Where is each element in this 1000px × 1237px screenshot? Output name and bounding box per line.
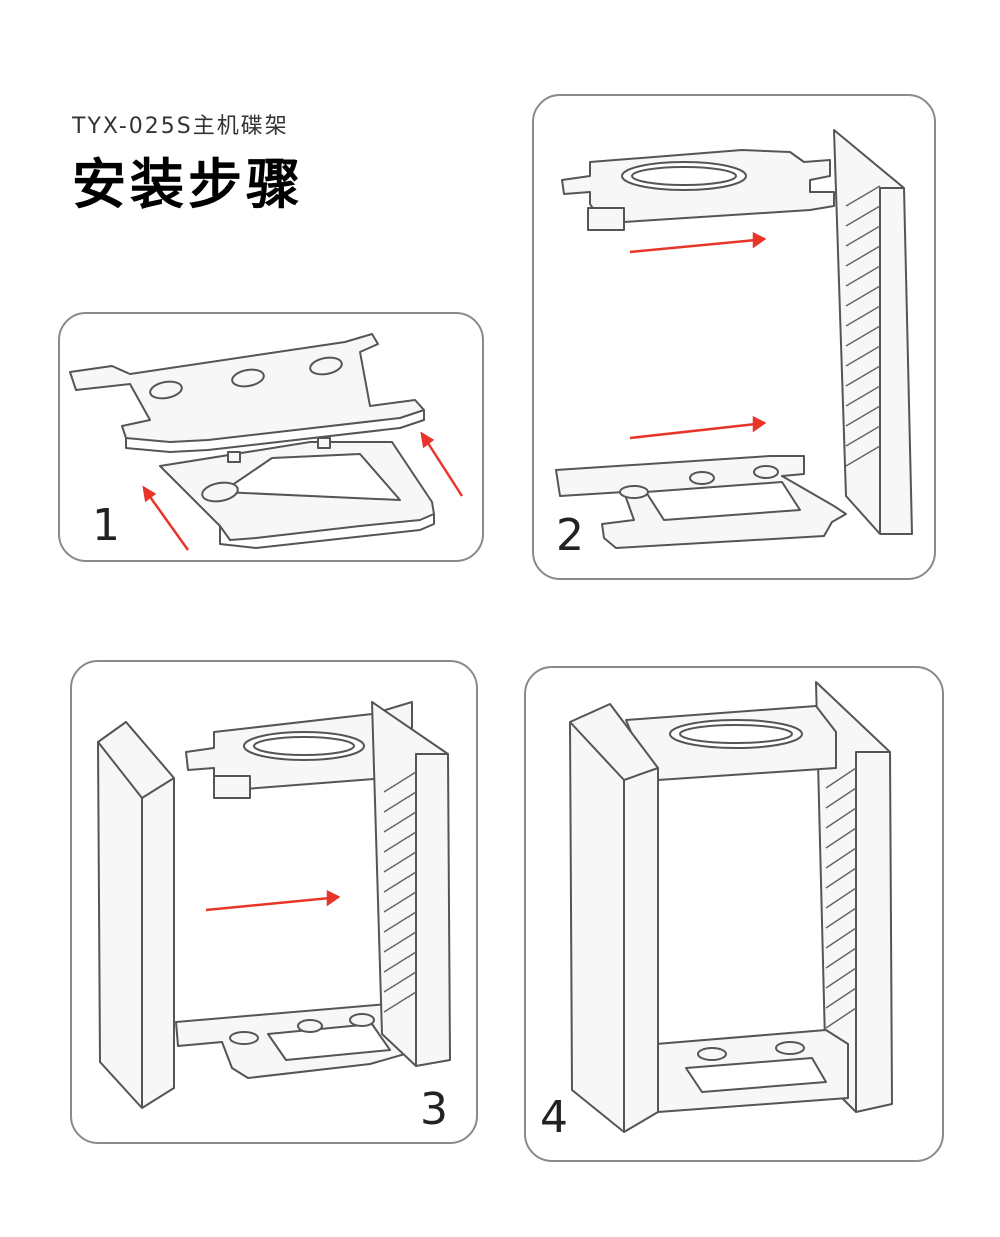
comb-side-panel bbox=[815, 681, 893, 1113]
left-side-panel bbox=[569, 703, 659, 1133]
step-number: 2 bbox=[556, 510, 584, 561]
slot-left bbox=[149, 380, 183, 400]
subtitle: TYX-025S主机碟架 bbox=[72, 114, 289, 139]
page-title: 安装步骤 bbox=[72, 153, 304, 216]
step-3-diagram bbox=[97, 701, 451, 1109]
left-side-panel bbox=[97, 721, 175, 1109]
arrow bbox=[205, 896, 331, 912]
arrow-upper bbox=[629, 238, 757, 254]
step-number: 1 bbox=[92, 500, 120, 551]
arrow-right bbox=[424, 439, 464, 497]
step-1-diagram bbox=[69, 333, 464, 551]
step-number: 4 bbox=[540, 1092, 568, 1143]
step-4-diagram bbox=[569, 681, 893, 1133]
slot-mid bbox=[231, 368, 265, 388]
arrow-lower bbox=[629, 422, 757, 440]
step-2-panel: 2 bbox=[532, 94, 936, 580]
step-3-panel: 3 bbox=[70, 660, 478, 1144]
step-4-panel: 4 bbox=[524, 666, 944, 1162]
step-number: 3 bbox=[420, 1084, 448, 1135]
arrow-left bbox=[146, 493, 190, 551]
top-frame-part bbox=[69, 333, 425, 443]
comb-side-panel bbox=[833, 129, 913, 535]
step-1-panel: 1 bbox=[58, 312, 484, 562]
comb-side-panel bbox=[371, 701, 451, 1067]
step-2-diagram bbox=[555, 129, 913, 549]
slot-right bbox=[309, 356, 343, 376]
